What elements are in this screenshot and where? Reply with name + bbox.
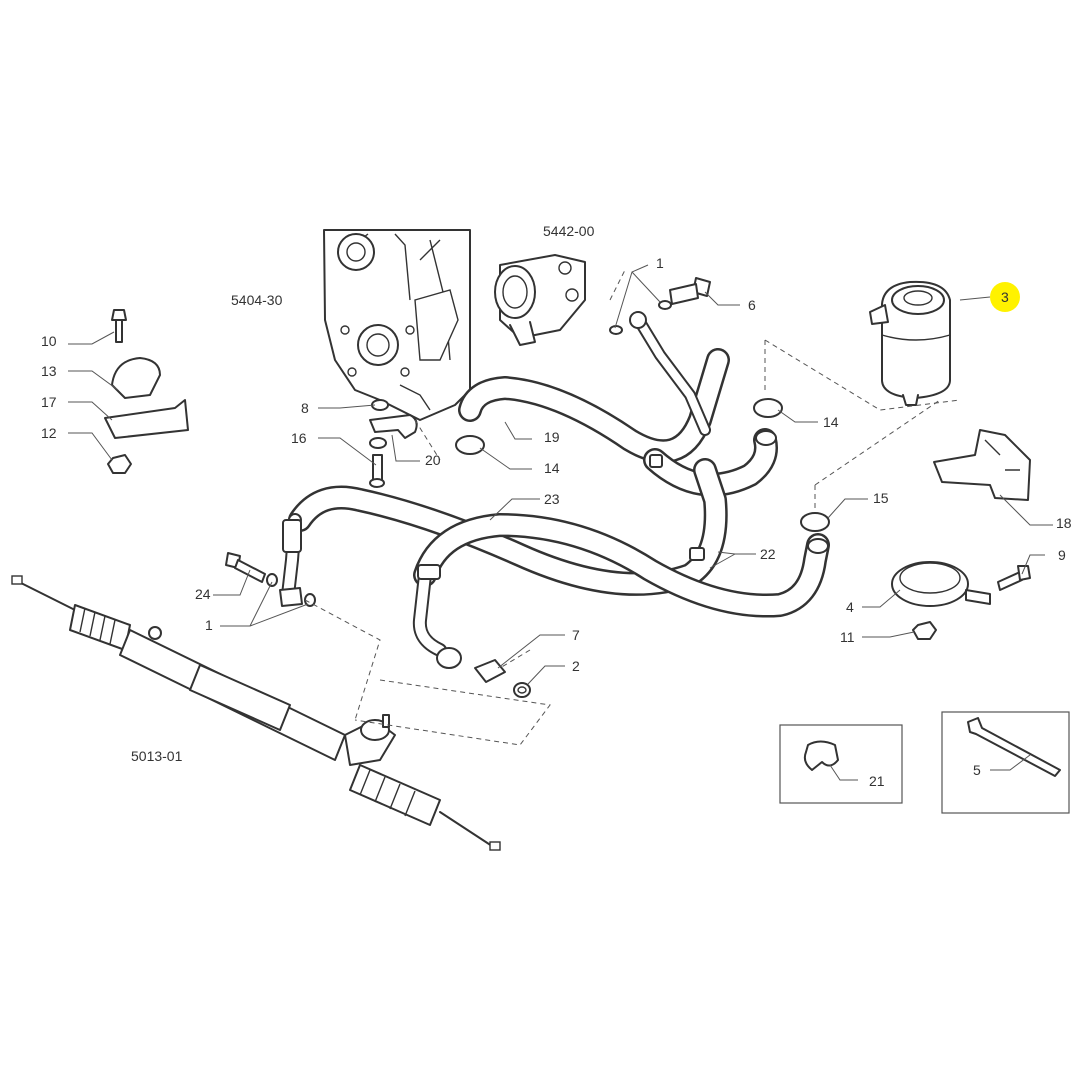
callout-20: 20 — [425, 452, 441, 468]
callout-1-pipe: 1 — [205, 617, 213, 633]
callout-14-right: 14 — [823, 414, 839, 430]
callout-5: 5 — [973, 762, 981, 778]
callout-24: 24 — [195, 586, 211, 602]
steering-pump — [494, 254, 586, 346]
callout-4: 4 — [846, 599, 854, 615]
callout-9: 9 — [1058, 547, 1066, 563]
callout-6: 6 — [748, 297, 756, 313]
pipe-feed — [281, 513, 447, 657]
callout-2: 2 — [572, 658, 580, 674]
callout-22: 22 — [760, 546, 776, 562]
callout-14-left: 14 — [544, 460, 560, 476]
callout-12: 12 — [41, 425, 57, 441]
group-code-labels: 5404-30 5442-00 5013-01 — [131, 223, 595, 764]
hose-clamp-band — [891, 561, 991, 607]
highlight-marker — [990, 282, 1020, 312]
hose-23 — [413, 513, 830, 618]
callout-10: 10 — [41, 333, 57, 349]
detail-box-5 — [941, 711, 1070, 814]
callout-15: 15 — [873, 490, 889, 506]
caps — [455, 398, 830, 554]
callout-7: 7 — [572, 627, 580, 643]
callout-19: 19 — [544, 429, 560, 445]
group-code-rack: 5013-01 — [131, 748, 183, 764]
pressure-pipe — [629, 311, 711, 436]
group-code-pump: 5442-00 — [543, 223, 595, 239]
hose-19 — [458, 348, 730, 464]
callout-21: 21 — [869, 773, 885, 789]
hose-fittings — [279, 454, 705, 669]
engine-housing — [323, 229, 471, 421]
fluid-reservoir — [869, 280, 951, 406]
callout-11: 11 — [840, 629, 855, 645]
callout-labels: 1 1 2 3 4 5 6 7 8 9 10 11 12 13 14 14 15… — [41, 255, 1072, 789]
leader-lines — [68, 264, 1053, 781]
callout-8: 8 — [301, 400, 309, 416]
callout-23: 23 — [544, 491, 560, 507]
callout-18: 18 — [1056, 515, 1072, 531]
hose-22 — [288, 458, 728, 596]
group-code-engine: 5404-30 — [231, 292, 283, 308]
callout-3: 3 — [1001, 289, 1009, 305]
callout-1-pump: 1 — [656, 255, 664, 271]
detail-box-21 — [779, 724, 903, 804]
steering-rack — [11, 575, 501, 851]
callout-17: 17 — [41, 394, 57, 410]
hose-return — [643, 428, 778, 497]
reservoir-bracket — [933, 429, 1031, 501]
guide-lines — [304, 269, 961, 746]
callout-13: 13 — [41, 363, 57, 379]
callout-16: 16 — [291, 430, 307, 446]
